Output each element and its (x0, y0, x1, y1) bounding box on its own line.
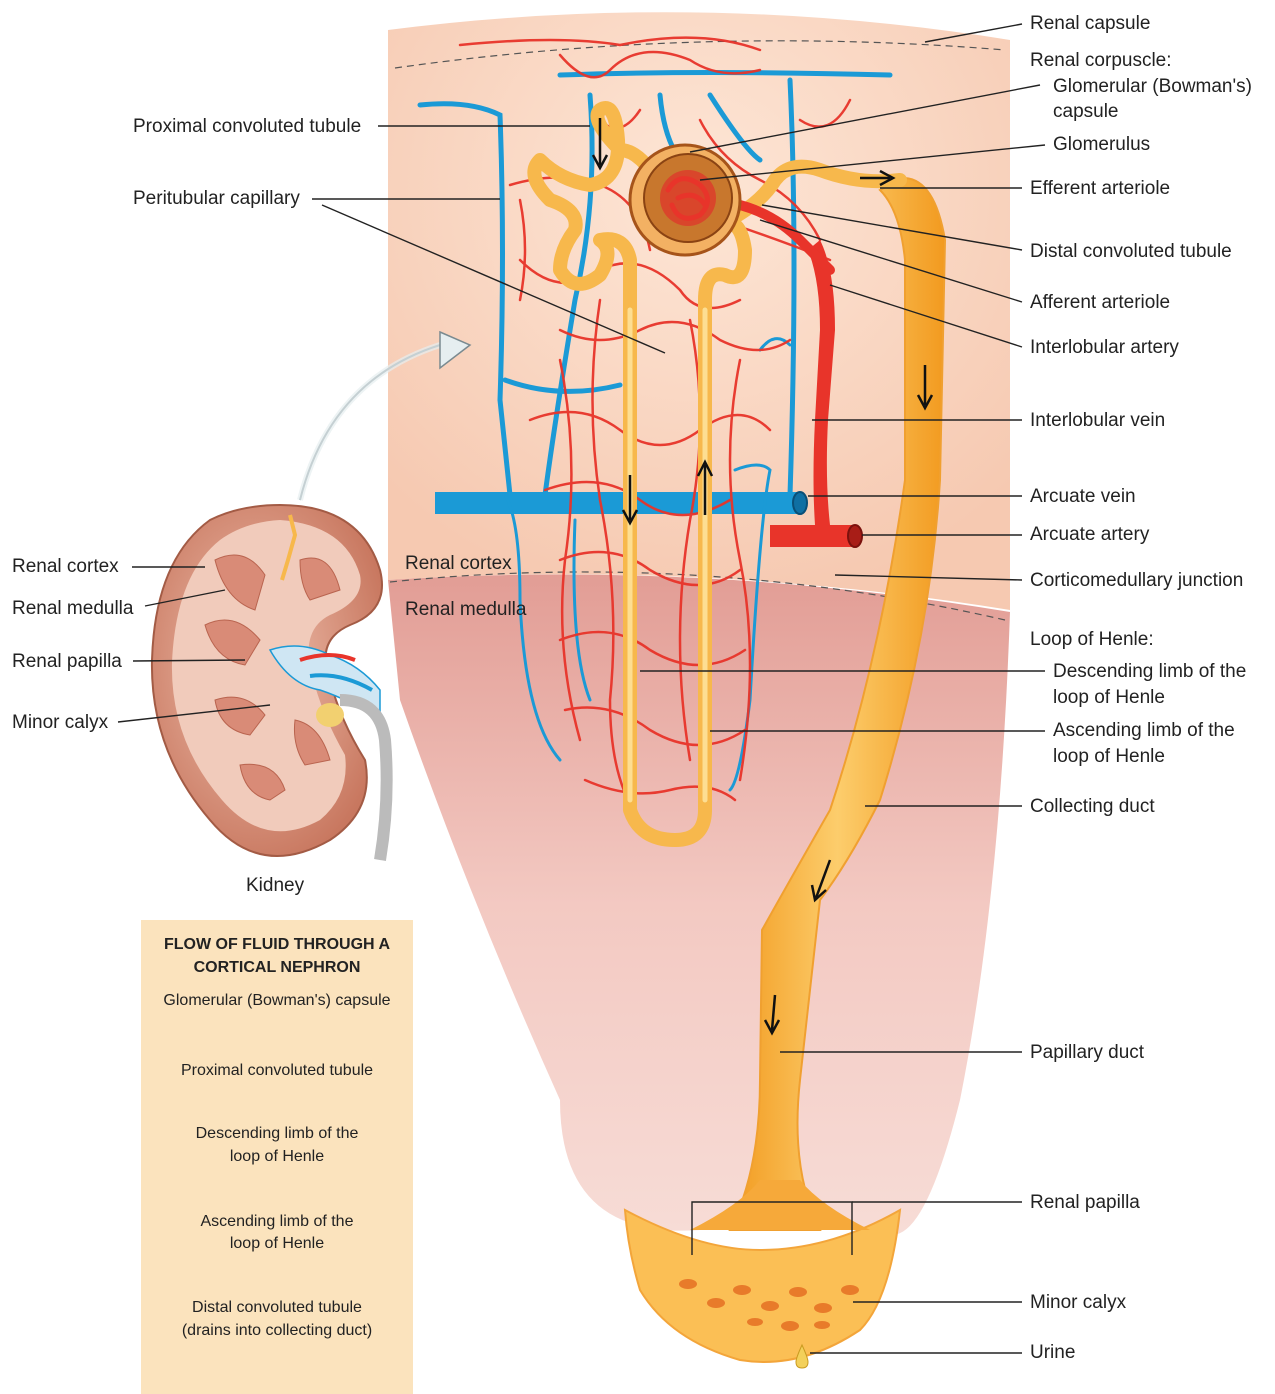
minor-calyx-shape (625, 1210, 900, 1362)
kidney-caption: Kidney (246, 874, 304, 897)
label-afferent-arteriole: Afferent arteriole (1030, 291, 1170, 314)
label-collecting-duct: Collecting duct (1030, 795, 1155, 818)
label-arcuate-artery: Arcuate artery (1030, 523, 1149, 546)
label-kidney-renal-medulla: Renal medulla (12, 597, 133, 620)
label-loop-of-henle: Loop of Henle: (1030, 628, 1154, 651)
glomerulus-shape (660, 170, 716, 226)
label-arcuate-vein: Arcuate vein (1030, 485, 1136, 508)
arcuate-vein-shape (435, 492, 800, 514)
flow-box-title-line2: CORTICAL NEPHRON (141, 957, 413, 979)
label-papillary-duct: Papillary duct (1030, 1041, 1144, 1064)
label-glomerular-capsule-line2: capsule (1053, 100, 1119, 123)
flow-step: Descending limb of the (141, 1122, 413, 1145)
label-ascending-limb-line1: Ascending limb of the (1053, 719, 1235, 742)
flow-box-title-line1: FLOW OF FLUID THROUGH A (141, 934, 413, 956)
label-interlobular-artery: Interlobular artery (1030, 336, 1179, 359)
label-renal-capsule: Renal capsule (1030, 12, 1150, 35)
flow-step: loop of Henle (141, 1145, 413, 1168)
flow-step: loop of Henle (141, 1232, 413, 1255)
label-region-renal-cortex: Renal cortex (405, 552, 512, 575)
label-corticomedullary-junction: Corticomedullary junction (1030, 569, 1243, 592)
flow-step: Distal convoluted tubule (141, 1296, 413, 1319)
label-renal-papilla: Renal papilla (1030, 1191, 1140, 1214)
label-kidney-renal-papilla: Renal papilla (12, 650, 122, 673)
label-glomerulus: Glomerulus (1053, 133, 1150, 156)
label-peritubular-capillary: Peritubular capillary (133, 187, 300, 210)
label-efferent-arteriole: Efferent arteriole (1030, 177, 1170, 200)
label-descending-limb-line2: loop of Henle (1053, 686, 1165, 709)
kidney-illustration (152, 505, 387, 860)
label-descending-limb-line1: Descending limb of the (1053, 660, 1246, 683)
label-kidney-renal-cortex: Renal cortex (12, 555, 119, 578)
flow-step: Glomerular (Bowman's) capsule (141, 989, 413, 1012)
label-proximal-convoluted-tubule: Proximal convoluted tubule (133, 115, 361, 138)
flow-step: (drains into collecting duct) (141, 1319, 413, 1342)
label-glomerular-capsule-line1: Glomerular (Bowman's) (1053, 75, 1252, 98)
label-minor-calyx: Minor calyx (1030, 1291, 1126, 1314)
arcuate-artery-shape (770, 525, 855, 547)
label-interlobular-vein: Interlobular vein (1030, 409, 1165, 432)
label-ascending-limb-line2: loop of Henle (1053, 745, 1165, 768)
flow-box: FLOW OF FLUID THROUGH A CORTICAL NEPHRON… (141, 920, 413, 1394)
flow-step: Ascending limb of the (141, 1210, 413, 1233)
label-urine: Urine (1030, 1341, 1075, 1364)
label-distal-convoluted-tubule: Distal convoluted tubule (1030, 240, 1232, 263)
label-renal-corpuscle: Renal corpuscle: (1030, 49, 1172, 72)
flow-step: Proximal convoluted tubule (141, 1059, 413, 1082)
label-kidney-minor-calyx: Minor calyx (12, 711, 108, 734)
label-region-renal-medulla: Renal medulla (405, 598, 526, 621)
